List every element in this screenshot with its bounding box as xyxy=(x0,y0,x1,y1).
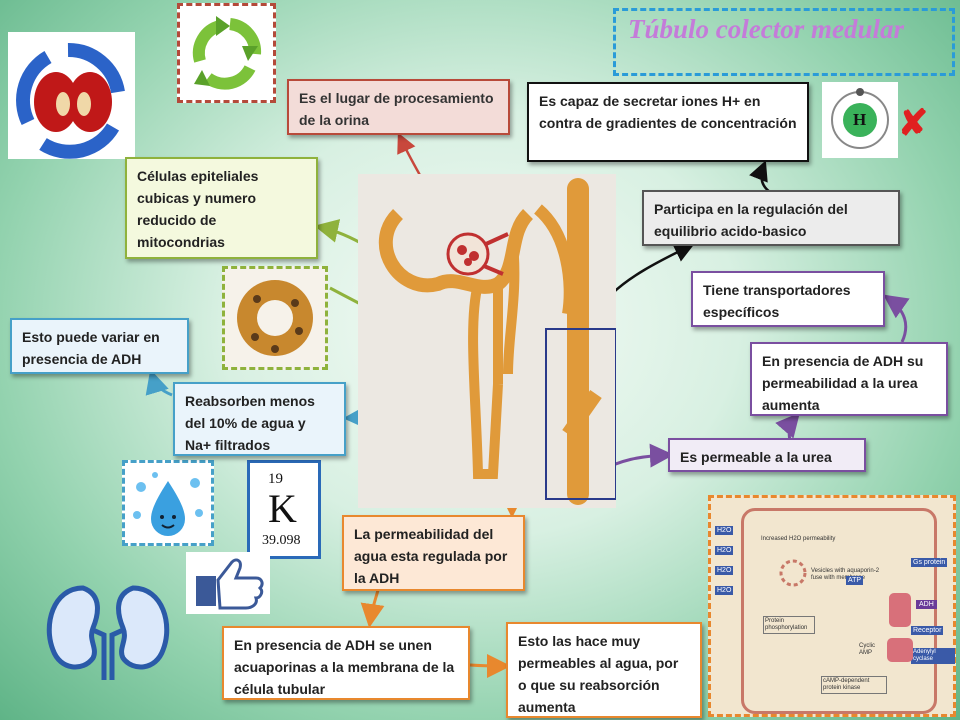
tubule-diagram xyxy=(358,174,617,508)
h2o-label-1: H2O xyxy=(715,526,734,535)
vesicles-label: Vesicles with aquaporin-2 fuse with memb… xyxy=(811,568,880,581)
note-permeables: Esto las hace muy permeables al agua, po… xyxy=(506,622,702,718)
camp-label: Cyclic AMP xyxy=(859,643,875,656)
kinase-label: cAMP-dependent protein kinase xyxy=(821,676,887,694)
note-reabsorben: Reabsorben menos del 10% de agua y Na+ f… xyxy=(173,382,346,456)
atp-label: ATP xyxy=(846,576,864,585)
note-urea: Es permeable a la urea xyxy=(668,438,866,472)
arrow-adh-var xyxy=(145,369,173,397)
note-adh-var: Esto puede variar en presencia de ADH xyxy=(10,318,189,374)
h2o-label-3: H2O xyxy=(715,566,734,575)
note-acuaporinas: En presencia de ADH se unen acuaporinas … xyxy=(222,626,470,700)
h2o-label-2: H2O xyxy=(715,546,734,555)
adenylyl-label: Adenylyl cyclase xyxy=(911,648,955,664)
kidney-recycle-icon xyxy=(8,32,135,159)
water-drop-icon xyxy=(122,460,214,546)
increased-permeability-label: Increased H2O permeability xyxy=(761,536,836,542)
protein-phos-label: Protein phosphorylation xyxy=(763,616,815,634)
potassium-element-card: 19 K 39.098 xyxy=(247,460,321,559)
h2o-label-4: H2O xyxy=(715,586,734,595)
cross-icon: ✘ xyxy=(898,102,929,143)
page-title: Túbulo colector medular xyxy=(613,8,955,76)
note-transportadores: Tiene transportadores específicos xyxy=(691,271,885,327)
element-symbol: K xyxy=(268,486,297,531)
arrow-acuaporinas xyxy=(360,589,385,628)
adh-label: ADH xyxy=(916,600,937,609)
arrow-adh-urea xyxy=(775,412,800,441)
kidneys-icon xyxy=(38,580,178,680)
gs-protein-label: Gs protein xyxy=(911,558,948,567)
note-participa: Participa en la regulación del equilibri… xyxy=(642,190,900,246)
aquaporin-cell-figure: H2O H2O H2O H2O Increased H2O permeabili… xyxy=(708,495,956,717)
atomic-number: 19 xyxy=(268,471,283,487)
tubule-cross-section-image xyxy=(222,266,328,370)
note-permeabilidad: La permeabilidad del agua esta regulada … xyxy=(342,515,525,591)
note-adh-urea: En presencia de ADH su permeabilidad a l… xyxy=(750,342,948,416)
note-celulas: Células epiteliales cubicas y numero red… xyxy=(125,157,318,259)
hydrogen-atom-icon: H xyxy=(822,82,898,158)
atomic-mass: 39.098 xyxy=(262,533,301,548)
thumbs-up-icon xyxy=(186,552,270,614)
note-secretar: Es capaz de secretar iones H+ en contra … xyxy=(527,82,809,162)
arrow-transportadores xyxy=(883,294,910,343)
arrow-secretar xyxy=(749,160,771,194)
atom-symbol: H xyxy=(853,110,867,129)
recycle-icon xyxy=(177,3,276,103)
receptor-label: Receptor xyxy=(911,626,944,635)
arrow-permeables xyxy=(469,653,511,678)
note-lugar: Es el lugar de procesamiento de la orina xyxy=(287,79,510,135)
